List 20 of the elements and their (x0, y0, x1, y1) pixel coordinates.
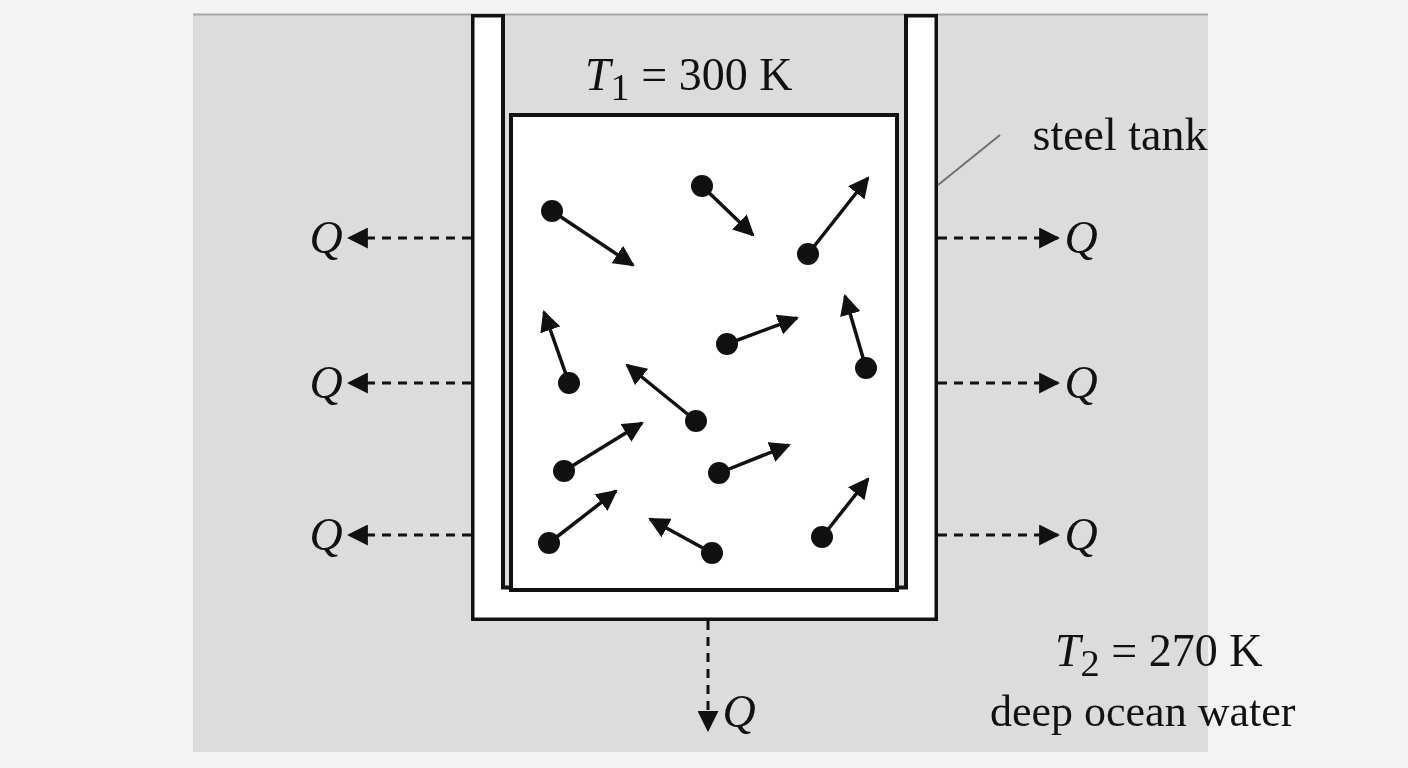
heat-flow-label: Q (308, 357, 344, 409)
heat-flow-arrow (938, 227, 1061, 249)
heat-flow-label: Q (721, 686, 757, 738)
leader-line (937, 134, 1001, 186)
temperature-label: T$_{1}$ = 300 K (585, 52, 793, 107)
heat-flow-arrow (697, 621, 719, 733)
heat-flow-arrow (938, 372, 1061, 394)
heat-flow-arrow (346, 524, 471, 546)
heat-flow-label: Q (308, 212, 344, 264)
heat-flow-label: Q (1063, 212, 1099, 264)
heat-flow-arrow (938, 524, 1061, 546)
temperature-label: T$_{2}$ = 270 K (1055, 628, 1263, 683)
part-label: steel tank (1031, 110, 1209, 160)
heat-flow-label: Q (1063, 509, 1099, 561)
heat-flow-label: Q (1063, 357, 1099, 409)
steel-tank (471, 14, 938, 621)
heat-flow-arrow (346, 372, 471, 394)
heat-flow-label: Q (308, 509, 344, 561)
medium-label: deep ocean water (990, 690, 1296, 734)
heat-flow-arrow (346, 227, 471, 249)
